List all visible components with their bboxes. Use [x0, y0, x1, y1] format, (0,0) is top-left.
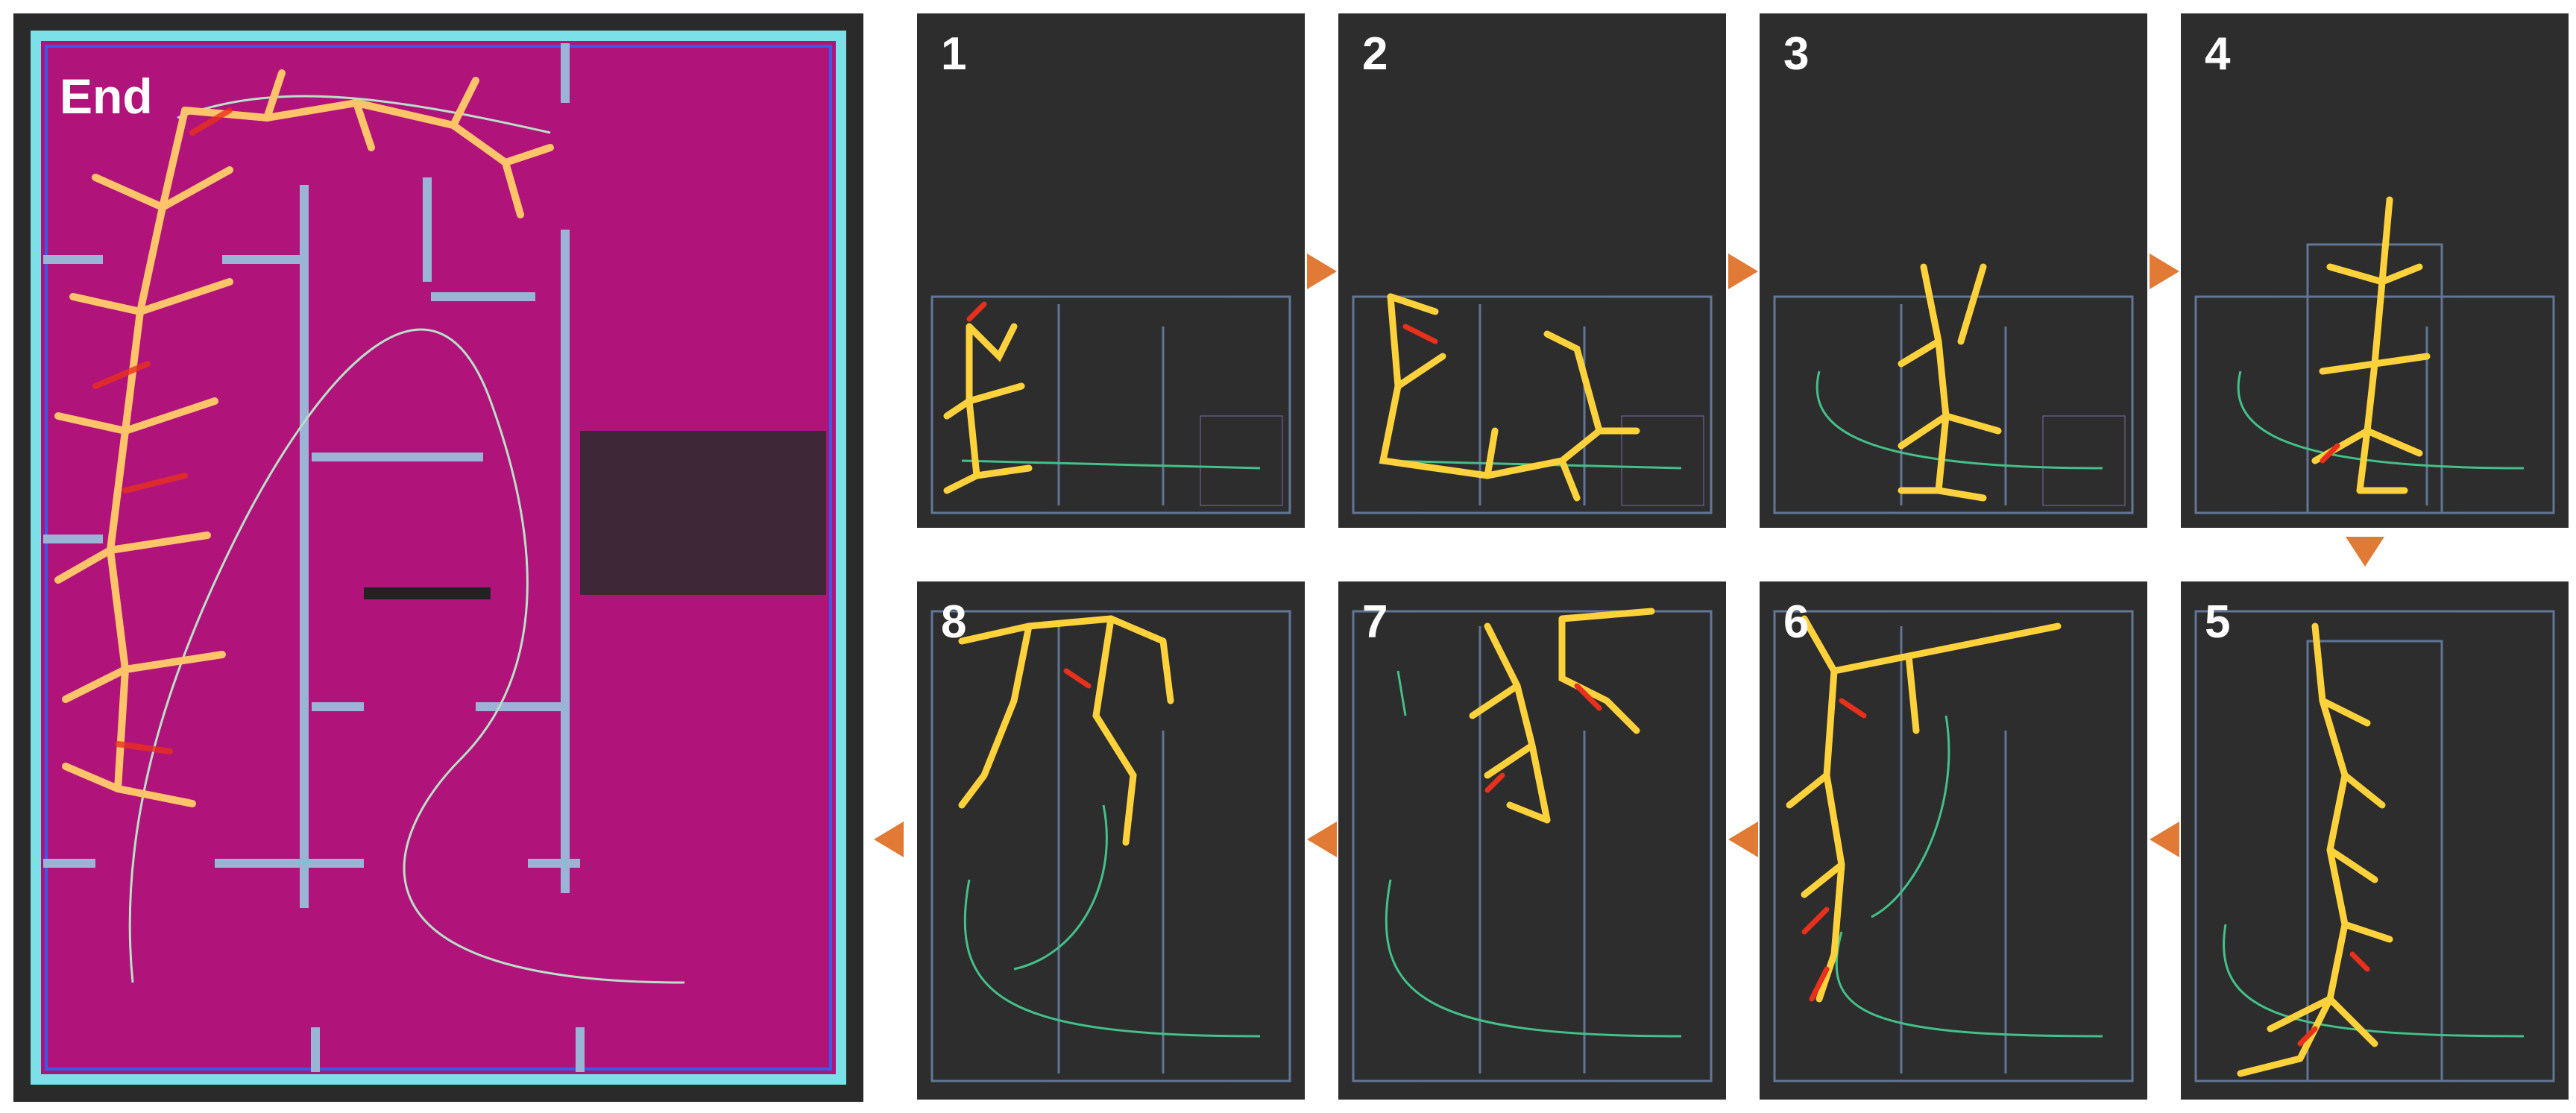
arrow-3-to-4-icon — [2150, 253, 2179, 289]
step-label-2: 2 — [1362, 28, 1388, 80]
step-panel-3: 3 — [1760, 13, 2147, 528]
arrow-5-to-6-icon — [2150, 822, 2179, 857]
arrow-7-to-8-icon — [1307, 822, 1337, 857]
step-label-4: 4 — [2205, 28, 2231, 80]
final-map-panel: End — [13, 13, 863, 1102]
arrow-6-to-7-icon — [1728, 822, 1758, 857]
arrow-4-to-5-icon — [2346, 537, 2384, 567]
step-label-6: 6 — [1783, 596, 1810, 648]
step-panel-1: 1 — [917, 13, 1305, 528]
arrow-8-to-end-icon — [874, 822, 904, 857]
arrow-1-to-2-icon — [1307, 253, 1337, 289]
step-map-image-4 — [2194, 196, 2555, 514]
step-map-image-5 — [2194, 610, 2555, 1082]
step-panel-8: 8 — [917, 581, 1305, 1100]
arrow-2-to-3-icon — [1728, 253, 1758, 289]
step-label-8: 8 — [941, 596, 967, 648]
step-label-5: 5 — [2205, 596, 2231, 648]
step-map-image-3 — [1773, 263, 2134, 514]
final-map-image — [31, 31, 846, 1085]
step-map-image-6 — [1773, 610, 2134, 1082]
step-panel-7: 7 — [1338, 581, 1726, 1100]
step-label-7: 7 — [1362, 596, 1388, 648]
step-map-image-1 — [930, 295, 1291, 514]
step-label-1: 1 — [941, 28, 967, 80]
step-panel-2: 2 — [1338, 13, 1726, 528]
step-panel-4: 4 — [2181, 13, 2569, 528]
step-map-image-8 — [930, 610, 1291, 1082]
end-label: End — [60, 69, 153, 124]
step-panel-6: 6 — [1760, 581, 2147, 1100]
step-panel-5: 5 — [2181, 581, 2569, 1100]
step-label-3: 3 — [1783, 28, 1810, 80]
step-map-image-7 — [1352, 608, 1713, 1082]
step-map-image-2 — [1352, 293, 1713, 514]
